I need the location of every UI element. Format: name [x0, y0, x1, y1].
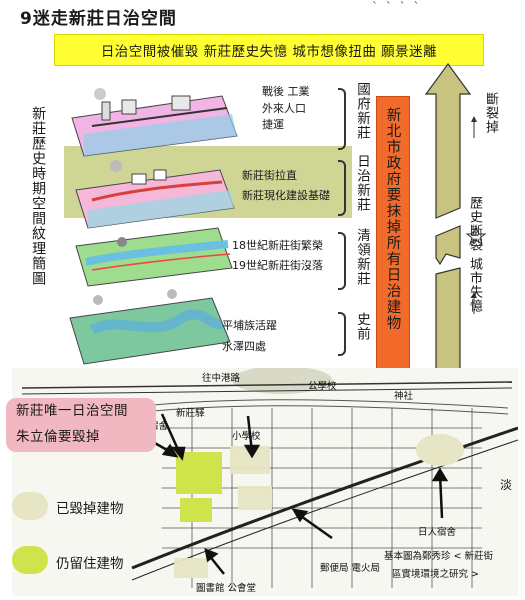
legend-destroyed-label: 已毀掉建物	[56, 501, 124, 517]
map-label-road: 往中港路	[202, 373, 241, 384]
pink-callout: 新莊唯一日治空間 朱立倫要毀掉	[6, 398, 156, 452]
layer-label: 戰後 工業	[262, 85, 310, 98]
top-right-marks: ˋ ˋ ˋ ˋ	[372, 0, 422, 14]
era-japanese: 日治新莊	[354, 154, 370, 212]
right-top-text: 斷裂掉	[482, 92, 498, 134]
headline-banner: 日治空間被催毀 新莊歷史失憶 城市想像扭曲 願景迷離	[54, 34, 484, 66]
page-title: 9迷走新莊日治空間	[20, 9, 177, 29]
layer-qing-labels: 18世紀新莊街繁榮 19世紀新莊街沒落	[232, 236, 323, 277]
bracket	[338, 232, 346, 290]
era-postwar: 國府新莊	[354, 82, 370, 140]
map-label-shrine: 神社	[394, 391, 414, 402]
right-bottom-text: 歷史斷裂 城市失憶	[466, 196, 482, 314]
map-label-dorm2: 日人宿舍	[418, 527, 457, 538]
bracket	[338, 312, 346, 356]
legend-preserved-swatch	[12, 546, 48, 574]
layer-label: 新莊街拉直	[242, 169, 297, 182]
era-prehistory: 史前	[354, 312, 370, 341]
map-label-top-name: 新莊驛	[176, 408, 205, 419]
bracket	[338, 160, 346, 216]
left-vertical-title: 新莊歷史時期空間紋理簡圖	[30, 106, 47, 286]
map-corner-mark: 淡	[500, 478, 513, 492]
era-qing: 清領新莊	[354, 228, 370, 286]
map-label-post: 郵便局 電火局	[320, 563, 381, 574]
layer-label: 19世紀新莊街沒落	[232, 259, 323, 273]
map-label-park: 公學校	[308, 381, 337, 392]
orange-banner-text: 新北市政府要抹掉所有日治建物	[384, 107, 401, 331]
map-credit-line1: 基本圖為鄭秀珍 < 新莊街	[384, 551, 493, 562]
layer-japanese-labels: 新莊街拉直 新莊現化建設基礎	[242, 166, 330, 207]
layer-label: 18世紀新莊街繁榮	[232, 239, 323, 252]
layer-postwar-illustration	[71, 88, 238, 157]
layer-postwar-labels: 戰後 工業 外來人口 捷運	[262, 84, 310, 134]
layer-label: 水澤四處	[222, 339, 266, 353]
layer-prehistory-illustration	[69, 289, 231, 365]
map-credit-line2: 區實境環境之研究 >	[392, 569, 479, 580]
legend-destroyed-swatch	[12, 492, 48, 520]
layer-japanese-illustration	[75, 160, 235, 229]
orange-vertical-banner: 新北市政府要抹掉所有日治建物	[376, 96, 410, 376]
map-label-library: 圖書館 公會堂	[196, 583, 257, 594]
layer-illustrations	[69, 88, 238, 365]
layer-qing-illustration	[75, 227, 233, 287]
broken-arrow-illustration	[424, 62, 486, 389]
layer-label: 外來人口	[262, 101, 306, 115]
legend-preserved-label: 仍留住建物	[56, 556, 124, 572]
layer-label: 平埔族活躍	[222, 319, 277, 332]
layer-label: 捷運	[262, 118, 284, 131]
bracket	[338, 88, 346, 150]
pink-callout-line: 朱立倫要毀掉	[16, 429, 100, 445]
layer-prehistory-labels: 平埔族活躍 水澤四處	[222, 316, 277, 358]
layer-label: 新莊現化建設基礎	[242, 189, 330, 203]
pink-callout-line: 新莊唯一日治空間	[16, 403, 128, 419]
map-label-small-school: 小學校	[232, 431, 261, 442]
